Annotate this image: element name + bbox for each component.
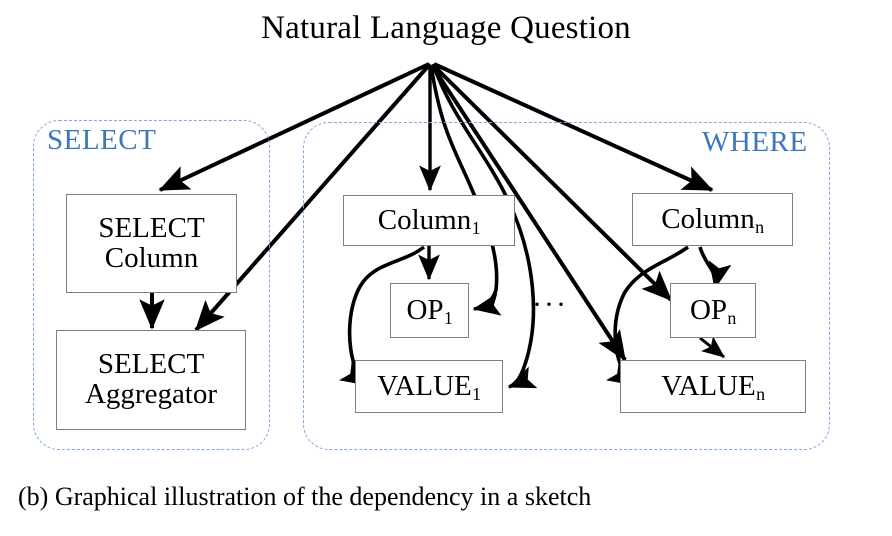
node-column-1-label: Column1	[377, 203, 481, 238]
node-op-1-label: OP1	[406, 293, 453, 328]
node-select-column-line2: Column	[104, 241, 199, 274]
node-column-n[interactable]: Columnn	[632, 193, 793, 246]
node-column-1-subscript: 1	[471, 217, 481, 238]
group-box-select	[33, 120, 270, 450]
ellipsis-separator: ···	[532, 288, 568, 321]
edge-question-to-value-1	[431, 63, 538, 389]
node-value-n-subscript: n	[756, 383, 766, 404]
edge-question-to-op-n	[432, 64, 673, 302]
node-op-n-subscript: n	[727, 307, 737, 328]
node-select-column-line1: SELECT	[98, 211, 205, 244]
edge-question-to-select-column	[158, 62, 430, 192]
node-select-column[interactable]: SELECT Column	[66, 194, 237, 293]
edge-op-n-to-value-n	[699, 336, 725, 359]
node-value-1-label: VALUE1	[377, 369, 482, 404]
node-select-aggregator[interactable]: SELECT Aggregator	[56, 330, 246, 430]
node-column-n-label: Columnn	[661, 202, 765, 237]
node-select-aggregator-line2: Aggregator	[84, 378, 218, 410]
edge-question-to-column-n	[433, 62, 714, 192]
node-op-n[interactable]: OPn	[670, 283, 756, 338]
edge-question-to-value-n	[431, 65, 627, 362]
group-label-where: WHERE	[702, 126, 808, 158]
node-value-1-subscript: 1	[472, 383, 482, 404]
figure-caption: (b) Graphical illustration of the depend…	[18, 482, 592, 511]
group-label-select: SELECT	[47, 124, 157, 156]
node-value-n[interactable]: VALUEn	[620, 360, 806, 413]
node-op-n-label: OPn	[689, 293, 737, 328]
node-value-1[interactable]: VALUE1	[355, 360, 503, 413]
node-column-n-subscript: n	[755, 216, 765, 237]
node-op-1-subscript: 1	[443, 307, 453, 328]
node-select-aggregator-line1: SELECT	[97, 348, 205, 381]
node-column-1[interactable]: Column1	[343, 195, 515, 246]
node-value-n-label: VALUEn	[661, 369, 766, 404]
page-title: Natural Language Question	[261, 10, 631, 46]
group-box-where	[303, 122, 830, 450]
node-op-1[interactable]: OP1	[390, 283, 469, 338]
